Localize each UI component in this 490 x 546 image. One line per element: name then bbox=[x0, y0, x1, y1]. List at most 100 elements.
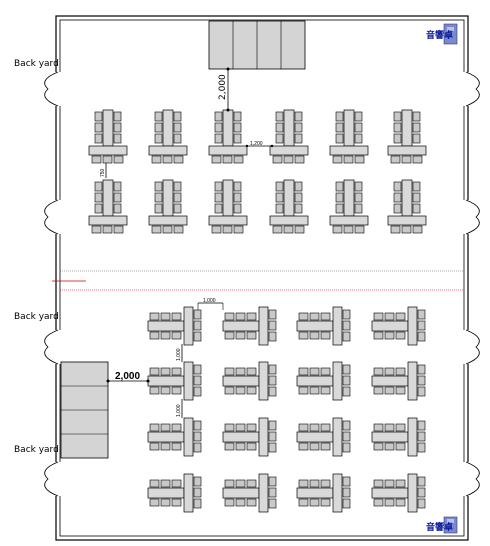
table bbox=[407, 417, 418, 457]
table bbox=[88, 145, 128, 156]
chair bbox=[298, 386, 309, 395]
chair bbox=[233, 225, 244, 234]
door-swing-icon bbox=[463, 71, 480, 107]
table-group bbox=[371, 417, 426, 457]
chair bbox=[268, 498, 277, 509]
chair bbox=[417, 386, 426, 397]
chair bbox=[224, 331, 235, 340]
chair bbox=[224, 367, 235, 376]
chair bbox=[149, 331, 160, 340]
chair bbox=[268, 431, 277, 442]
chair bbox=[395, 442, 406, 451]
table-group bbox=[296, 473, 351, 513]
chair bbox=[235, 423, 246, 432]
chair bbox=[275, 133, 284, 144]
chair bbox=[309, 423, 320, 432]
chair bbox=[268, 487, 277, 498]
chair bbox=[417, 498, 426, 509]
dim-lower-gap-h: 1,000 bbox=[203, 298, 216, 304]
chair bbox=[320, 386, 331, 395]
chair bbox=[151, 225, 162, 234]
dim-upper-stage: 2,000 bbox=[218, 74, 228, 100]
table bbox=[258, 306, 269, 346]
chair bbox=[173, 181, 182, 192]
chair bbox=[343, 155, 354, 164]
chair bbox=[393, 133, 402, 144]
table bbox=[102, 109, 114, 147]
chair bbox=[354, 133, 363, 144]
chair bbox=[417, 420, 426, 431]
table bbox=[401, 179, 413, 217]
chair bbox=[91, 225, 102, 234]
table bbox=[222, 487, 260, 499]
chair bbox=[332, 155, 343, 164]
chair bbox=[320, 331, 331, 340]
table-group bbox=[147, 306, 202, 346]
door-swing-icon bbox=[44, 461, 61, 497]
chair bbox=[384, 331, 395, 340]
table-group bbox=[147, 361, 202, 401]
table-group bbox=[222, 473, 277, 513]
chair bbox=[173, 111, 182, 122]
chair bbox=[275, 111, 284, 122]
chair bbox=[214, 122, 223, 133]
chair bbox=[154, 133, 163, 144]
chair bbox=[113, 133, 122, 144]
partition-line bbox=[52, 270, 464, 291]
audio-desk-top: 音響卓 bbox=[426, 23, 458, 45]
chair bbox=[412, 225, 423, 234]
table-group bbox=[222, 417, 277, 457]
table bbox=[147, 487, 185, 499]
table bbox=[332, 306, 343, 346]
chair bbox=[294, 225, 305, 234]
chair bbox=[193, 431, 202, 442]
table bbox=[222, 375, 260, 387]
chair bbox=[283, 225, 294, 234]
chair bbox=[342, 364, 351, 375]
chair bbox=[246, 498, 257, 507]
chair bbox=[309, 498, 320, 507]
chair bbox=[335, 111, 344, 122]
chair bbox=[272, 155, 283, 164]
chair bbox=[160, 331, 171, 340]
chair bbox=[320, 312, 331, 321]
chair bbox=[160, 442, 171, 451]
table-group bbox=[329, 109, 369, 164]
table bbox=[371, 487, 409, 499]
table bbox=[147, 320, 185, 332]
chair bbox=[162, 155, 173, 164]
chair bbox=[390, 155, 401, 164]
stage-upper bbox=[208, 20, 306, 70]
dim-upper-gap-h: 1,200 bbox=[250, 141, 263, 147]
table-group bbox=[387, 179, 427, 234]
chair bbox=[342, 420, 351, 431]
chair bbox=[298, 331, 309, 340]
table bbox=[329, 215, 369, 226]
chair bbox=[412, 203, 421, 214]
chair bbox=[412, 111, 421, 122]
chair bbox=[214, 111, 223, 122]
chair bbox=[224, 479, 235, 488]
table bbox=[148, 145, 188, 156]
table-group bbox=[371, 473, 426, 513]
chair bbox=[235, 479, 246, 488]
chair bbox=[268, 309, 277, 320]
chair bbox=[173, 122, 182, 133]
table bbox=[329, 145, 369, 156]
chair bbox=[224, 423, 235, 432]
chair bbox=[233, 122, 242, 133]
chair bbox=[342, 320, 351, 331]
chair bbox=[342, 431, 351, 442]
chair bbox=[222, 155, 233, 164]
chair bbox=[149, 312, 160, 321]
table bbox=[208, 145, 248, 156]
chair bbox=[401, 225, 412, 234]
chair bbox=[384, 312, 395, 321]
chair bbox=[94, 203, 103, 214]
chair bbox=[160, 367, 171, 376]
chair bbox=[320, 442, 331, 451]
dim-upper-gap-v: 750 bbox=[100, 168, 106, 177]
chair bbox=[171, 479, 182, 488]
table bbox=[183, 306, 194, 346]
